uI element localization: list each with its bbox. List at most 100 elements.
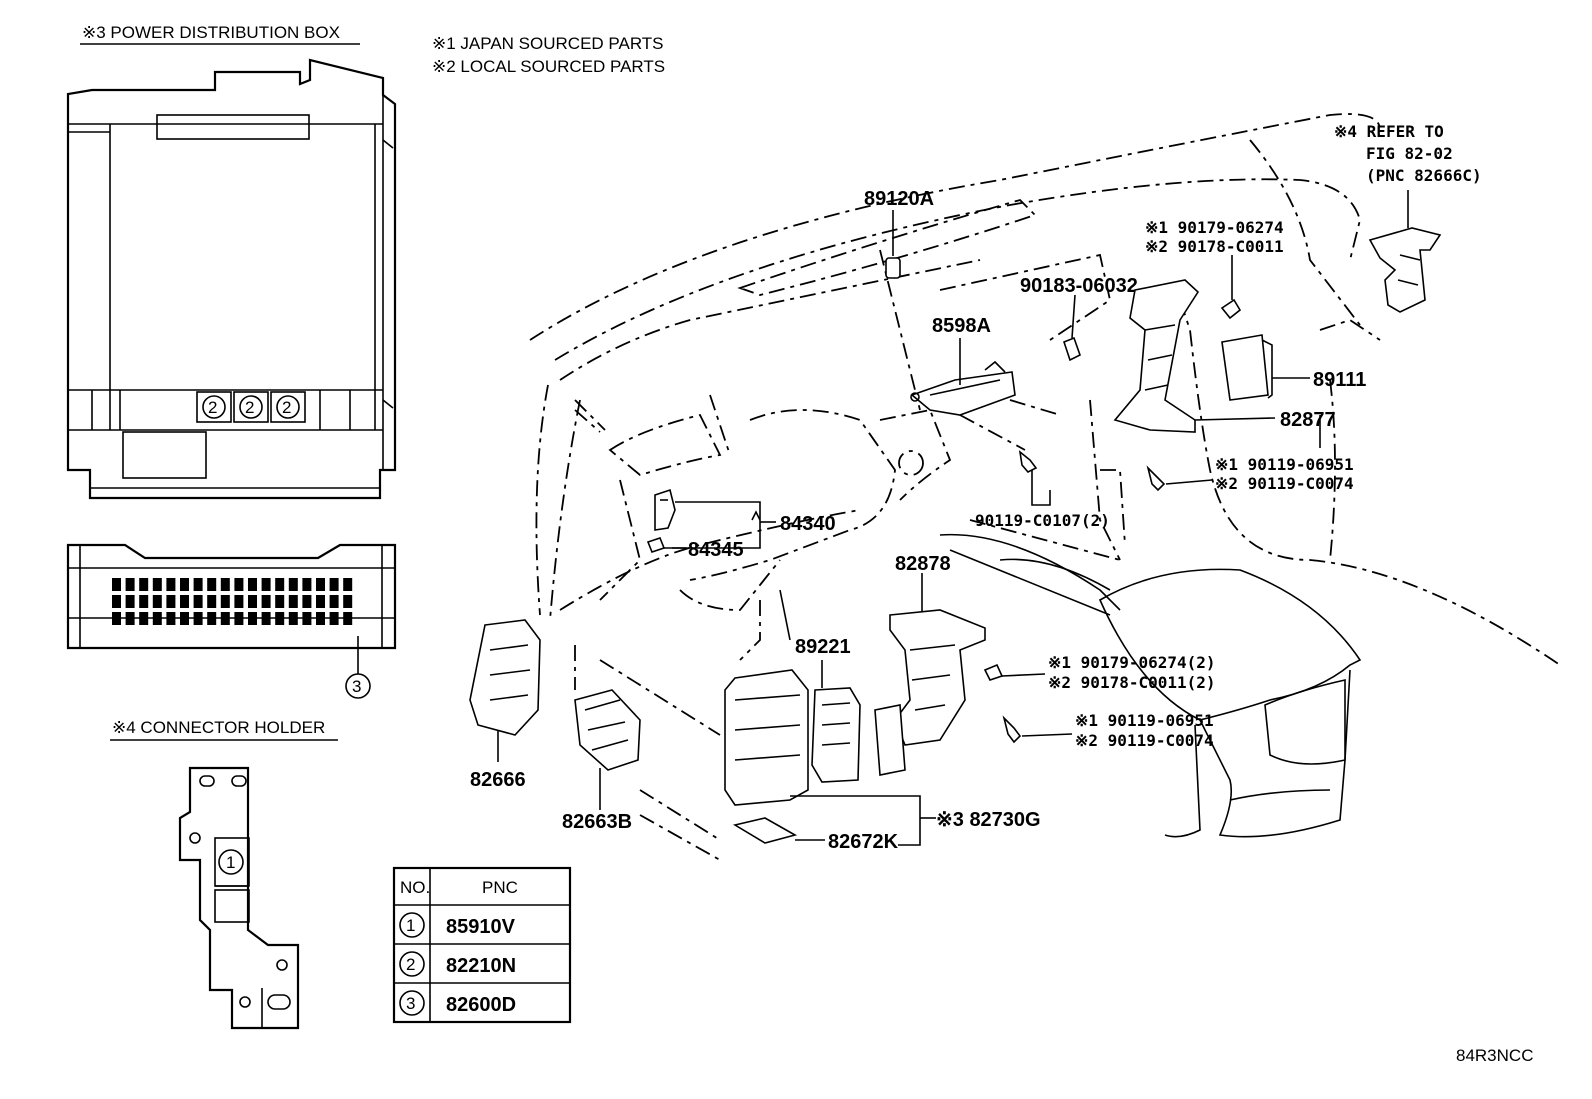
fuse-slot (343, 595, 353, 608)
label-90183-06032: 90183-06032 (1020, 275, 1138, 297)
fuse-slot (329, 578, 339, 591)
table-row-no: 2 (406, 955, 415, 974)
fuse-slot (112, 578, 121, 591)
part-90119-C0107: 90119-C0107(2) (975, 450, 1110, 530)
part-82672K: 82672K (732, 817, 899, 853)
table-header-pnc: PNC (482, 878, 518, 897)
fuse-slot (166, 578, 176, 591)
fuse-slot (125, 578, 135, 591)
fuse-slot (112, 595, 121, 608)
part-82666C-reference: ※4 REFER TO FIG 82-02 (PNC 82666C) (1334, 122, 1482, 313)
fuse-slot (166, 612, 176, 625)
fuse-slot (234, 595, 244, 608)
fuse-slot (288, 612, 298, 625)
table-row-no: 1 (406, 916, 415, 935)
fuse-slot (275, 612, 285, 625)
circled-number-2: 2 (208, 398, 217, 417)
label-90179-06274: ※1 90179-06274 (1145, 218, 1284, 237)
label-90119-06951: ※1 90119-06951 (1215, 455, 1354, 474)
circled-number-2: 2 (282, 398, 291, 417)
fuse-slot (248, 612, 257, 625)
fuse-slot (180, 578, 189, 591)
fuse-slot (152, 595, 162, 608)
label-89221: 89221 (795, 636, 851, 658)
label-84340: 84340 (780, 513, 836, 535)
part-90119-06951-lower: ※1 90119-06951 ※2 90119-C0074 (1002, 711, 1214, 750)
label-82666: 82666 (470, 769, 526, 791)
circled-number-2: 2 (245, 398, 254, 417)
part-82730G: ※3 82730G (724, 669, 1041, 846)
part-82877: 82877 (1113, 279, 1336, 433)
fuse-slot (248, 578, 257, 591)
label-82877: 82877 (1280, 409, 1336, 431)
fuse-slot (261, 612, 271, 625)
part-90179-06274-lower: ※1 90179-06274(2) ※2 90178-C0011(2) (983, 653, 1216, 692)
circled-number-1: 1 (226, 853, 235, 872)
part-82666: 82666 (469, 619, 541, 791)
part-82663B: 82663B (562, 689, 641, 833)
fuse-slot (302, 612, 312, 625)
local-sourced-note: ※2 LOCAL SOURCED PARTS (432, 57, 665, 76)
circled-number-3: 3 (352, 677, 361, 696)
fuse-slot (125, 595, 135, 608)
part-89111: 89111 (1221, 334, 1366, 401)
label-90179-06274-2: ※1 90179-06274(2) (1048, 653, 1216, 672)
fuse-slot (275, 595, 285, 608)
table-header-no: NO. (400, 878, 430, 897)
center-console (939, 533, 1362, 838)
label-90119-C0107: 90119-C0107(2) (975, 511, 1110, 530)
fuse-slot (288, 595, 298, 608)
power-distribution-box-drawing: ※3 POWER DISTRIBUTION BOX 2 2 2 (66, 23, 397, 500)
power-distribution-box-title: ※3 POWER DISTRIBUTION BOX (82, 23, 340, 42)
fuse-slot (193, 578, 203, 591)
label-82730G: ※3 82730G (936, 809, 1041, 831)
label-90119-06951-b: ※1 90119-06951 (1075, 711, 1214, 730)
fuse-slot (193, 612, 203, 625)
label-82663B: 82663B (562, 811, 632, 833)
fuse-slot (152, 612, 162, 625)
part-89221: 89221 (779, 589, 861, 783)
figure-code: 84R3NCC (1456, 1046, 1533, 1065)
fuse-slot (139, 595, 149, 608)
fuse-slot (139, 612, 149, 625)
fuse-slot (125, 612, 135, 625)
fuse-slot (193, 595, 203, 608)
fuse-block-drawing: 3 (66, 543, 397, 699)
fuse-slot (166, 595, 176, 608)
refer-to-pnc: (PNC 82666C) (1366, 166, 1482, 185)
fuse-slot (248, 595, 257, 608)
fuse-slot (207, 612, 217, 625)
part-90183-06032: 90183-06032 (1020, 275, 1138, 362)
table-row-circle (399, 912, 425, 938)
part-84340: 84340 (654, 488, 836, 549)
fuse-slot (261, 578, 271, 591)
fuse-slot (261, 595, 271, 608)
fuse-slot (220, 595, 230, 608)
fuse-slot (152, 578, 162, 591)
part-84345: 84345 (646, 537, 744, 561)
refer-to-figure: FIG 82-02 (1366, 144, 1453, 163)
part-8598A: 8598A (910, 315, 1061, 451)
fuse-slot (139, 578, 149, 591)
label-90178-C0011-2: ※2 90178-C0011(2) (1048, 673, 1216, 692)
connector-holder-drawing: ※4 CONNECTOR HOLDER 1 (110, 718, 338, 1030)
fuse-slot (343, 612, 353, 625)
fuse-slot (180, 612, 189, 625)
fuse-slot (275, 578, 285, 591)
fuse-slot-grid (112, 578, 353, 625)
fuse-slot (207, 578, 217, 591)
label-82878: 82878 (895, 553, 951, 575)
table-row-no: 3 (406, 994, 415, 1013)
label-82672K: 82672K (828, 831, 899, 853)
fuse-slot (112, 612, 121, 625)
table-row-pnc: 82210N (446, 955, 516, 977)
label-8598A: 8598A (932, 315, 991, 337)
label-90119-C0074: ※2 90119-C0074 (1215, 474, 1354, 493)
part-90119-06951-upper: ※1 90119-06951 ※2 90119-C0074 (1146, 415, 1354, 493)
fuse-slot (234, 612, 244, 625)
label-89111: 89111 (1313, 369, 1366, 391)
part-89120A: 89120A (864, 188, 934, 279)
fuse-slot (220, 612, 230, 625)
